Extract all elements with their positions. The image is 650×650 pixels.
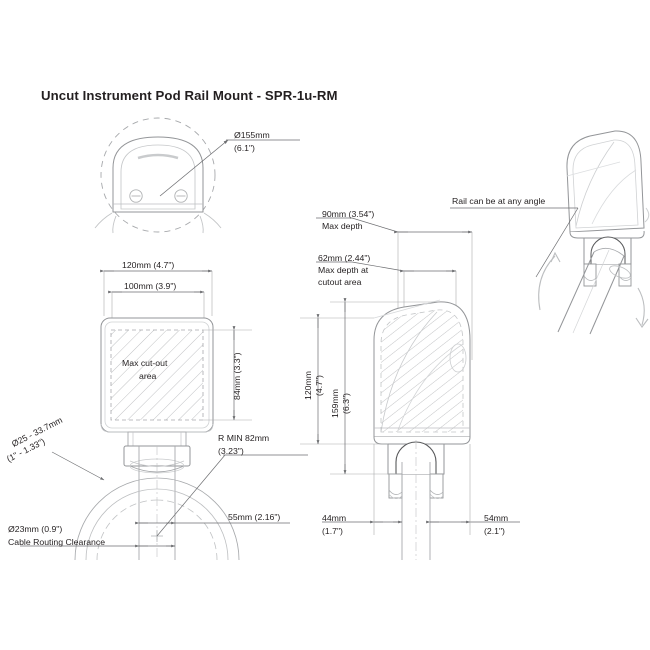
dimension-diameter-155: Ø155mm [234,130,270,141]
height-120-inch: (4.7") [314,375,324,396]
offset-54-value: 54mm [484,513,509,523]
offset-44-value: 44mm [322,513,347,523]
dimension-diameter-155-inches: (6.1") [234,143,255,154]
cutout-depth-62-label2: cutout area [318,277,362,287]
dimension-width-100: 100mm (3.9") [124,281,177,291]
bend-radius-line2: (3.23") [218,446,244,456]
height-159-value: 159mm [330,389,340,418]
rail-angle-note: Rail can be at any angle [452,196,546,206]
cable-clearance-line1: Ø23mm (0.9") [8,524,63,534]
side-view-group [300,217,520,560]
offset-54-inch: (2.1") [484,526,505,536]
diameter-155-inch-value: (6.1") [234,143,255,153]
angle-view-group [450,130,650,335]
offset-44-inch: (1.7") [322,526,343,536]
height-120-value: 120mm [303,371,313,400]
max-depth-90-label: Max depth [322,221,363,231]
dimension-clamp-width-55: 55mm (2.16") [228,512,281,522]
diameter-155-value: Ø155mm [234,130,270,140]
cutout-depth-62-label1: Max depth at [318,265,369,275]
plan-view-group [20,269,308,561]
max-depth-90-value: 90mm (3.54") [322,209,375,219]
cutout-area-label-line2: area [139,371,157,381]
cable-clearance-line2: Cable Routing Clearance [8,537,106,547]
dimension-height-84: 84mm (3.3") [232,352,242,401]
page-title: Uncut Instrument Pod Rail Mount - SPR-1u… [41,88,338,103]
cutout-depth-62-value: 62mm (2.44") [318,253,371,263]
dimension-width-120: 120mm (4.7") [122,260,175,270]
front-view-group [94,117,300,234]
cutout-area-label-line1: Max cut-out [122,358,168,368]
height-159-inch: (6.3") [341,393,351,414]
bend-radius-line1: R MIN 82mm [218,433,270,443]
